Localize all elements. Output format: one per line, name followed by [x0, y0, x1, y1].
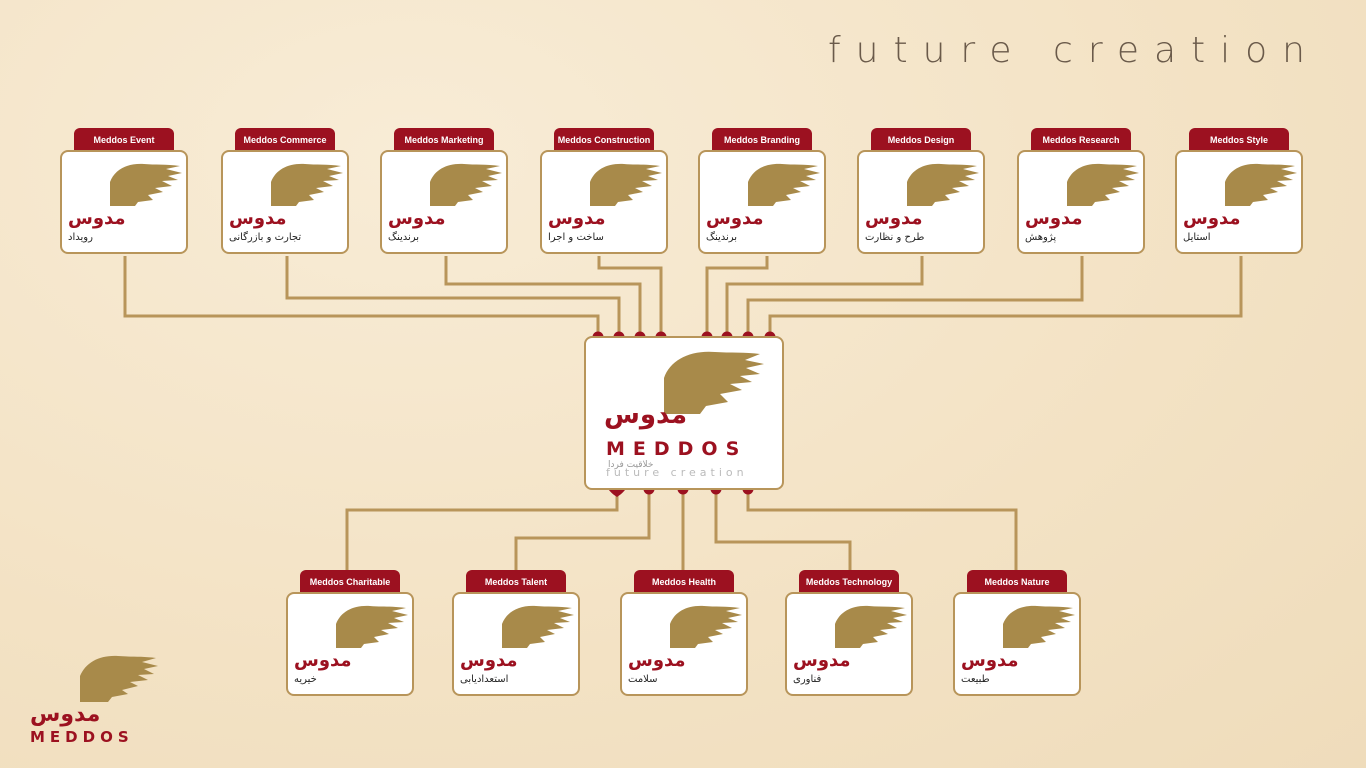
top-unit-tab: Meddos Research	[1031, 128, 1131, 152]
corner-name-latin: MEDDOS	[30, 728, 134, 746]
brush-stroke-icon	[336, 605, 408, 648]
unit-subtitle-fa: پژوهش	[1025, 232, 1057, 243]
brush-stroke-icon	[110, 163, 182, 206]
top-unit-tab: Meddos Branding	[712, 128, 812, 152]
connector-line	[597, 256, 663, 337]
center-name-latin: MEDDOS	[606, 438, 748, 460]
top-unit-card: مدوس استایل	[1175, 150, 1303, 254]
connector-line	[444, 256, 642, 337]
unit-name-fa: مدوس	[388, 208, 446, 229]
bottom-unit-card: مدوس سلامت	[620, 592, 748, 696]
unit-name-fa: مدوس	[68, 208, 126, 229]
unit-name-fa: مدوس	[229, 208, 287, 229]
top-unit-card: مدوس تجارت و بازرگانی	[221, 150, 349, 254]
connector-line	[746, 256, 1084, 337]
unit-subtitle-fa: ساخت و اجرا	[548, 232, 604, 243]
brush-stroke-icon	[271, 163, 343, 206]
brush-stroke-icon	[80, 655, 158, 702]
center-slogan-en: future creation	[606, 466, 748, 479]
unit-subtitle-fa: خیریه	[294, 674, 317, 685]
connector-line	[705, 256, 769, 337]
top-unit-tab: Meddos Commerce	[235, 128, 335, 152]
bottom-unit-card: مدوس استعدادیابی	[452, 592, 580, 696]
brush-stroke-icon	[664, 351, 764, 414]
brush-stroke-icon	[590, 163, 662, 206]
connector-line	[514, 489, 651, 570]
connector-line	[746, 489, 1018, 570]
top-unit-tab: Meddos Event	[74, 128, 174, 152]
bottom-unit-tab: Meddos Technology	[799, 570, 899, 594]
unit-subtitle-fa: رویداد	[68, 232, 93, 243]
brush-stroke-icon	[748, 163, 820, 206]
brush-stroke-icon	[1067, 163, 1139, 206]
top-unit-card: مدوس پژوهش	[1017, 150, 1145, 254]
top-unit-card: مدوس برندینگ	[698, 150, 826, 254]
brush-stroke-icon	[502, 605, 574, 648]
bottom-unit-tab: Meddos Talent	[466, 570, 566, 594]
bottom-unit-card: مدوس طبیعت	[953, 592, 1081, 696]
connector-line	[714, 489, 852, 570]
top-unit-tab: Meddos Style	[1189, 128, 1289, 152]
center-name-fa: مدوس	[604, 400, 688, 430]
top-unit-card: مدوس رویداد	[60, 150, 188, 254]
connector-line	[345, 489, 619, 570]
unit-subtitle-fa: استایل	[1183, 232, 1211, 243]
corner-name-fa: مدوس	[30, 702, 101, 727]
center-hub-card: مدوس MEDDOS خلاقیت فردا future creation	[584, 336, 784, 490]
brush-stroke-icon	[1225, 163, 1297, 206]
brush-stroke-icon	[670, 605, 742, 648]
top-unit-card: مدوس برندینگ	[380, 150, 508, 254]
top-unit-tab: Meddos Design	[871, 128, 971, 152]
connector-line	[768, 256, 1243, 337]
top-unit-tab: Meddos Marketing	[394, 128, 494, 152]
unit-name-fa: مدوس	[706, 208, 764, 229]
unit-subtitle-fa: فناوری	[793, 674, 822, 685]
unit-name-fa: مدوس	[793, 650, 851, 671]
unit-subtitle-fa: برندینگ	[706, 232, 738, 243]
bottom-unit-card: مدوس خیریه	[286, 592, 414, 696]
corner-logo: مدوس MEDDOS	[28, 650, 168, 750]
top-unit-card: مدوس طرح و نظارت	[857, 150, 985, 254]
unit-subtitle-fa: طرح و نظارت	[865, 232, 925, 243]
bottom-unit-tab: Meddos Nature	[967, 570, 1067, 594]
unit-subtitle-fa: سلامت	[628, 674, 658, 685]
unit-subtitle-fa: برندینگ	[388, 232, 420, 243]
unit-name-fa: مدوس	[294, 650, 352, 671]
unit-name-fa: مدوس	[1183, 208, 1241, 229]
connector-line	[123, 256, 600, 337]
unit-name-fa: مدوس	[548, 208, 606, 229]
unit-subtitle-fa: استعدادیابی	[460, 674, 509, 685]
brush-stroke-icon	[907, 163, 979, 206]
bottom-unit-tab: Meddos Charitable	[300, 570, 400, 594]
connector-line	[285, 256, 621, 337]
brush-stroke-icon	[430, 163, 502, 206]
unit-name-fa: مدوس	[1025, 208, 1083, 229]
unit-name-fa: مدوس	[865, 208, 923, 229]
unit-name-fa: مدوس	[628, 650, 686, 671]
top-unit-tab: Meddos Construction	[554, 128, 654, 152]
tagline: future creation	[828, 30, 1320, 71]
unit-name-fa: مدوس	[460, 650, 518, 671]
brush-stroke-icon	[835, 605, 907, 648]
unit-name-fa: مدوس	[961, 650, 1019, 671]
bottom-unit-card: مدوس فناوری	[785, 592, 913, 696]
unit-subtitle-fa: طبیعت	[961, 674, 990, 685]
brush-stroke-icon	[1003, 605, 1075, 648]
connector-line	[725, 256, 924, 337]
bottom-unit-tab: Meddos Health	[634, 570, 734, 594]
center-slogan-fa: خلاقیت فردا	[608, 460, 654, 470]
top-unit-card: مدوس ساخت و اجرا	[540, 150, 668, 254]
unit-subtitle-fa: تجارت و بازرگانی	[229, 232, 302, 243]
